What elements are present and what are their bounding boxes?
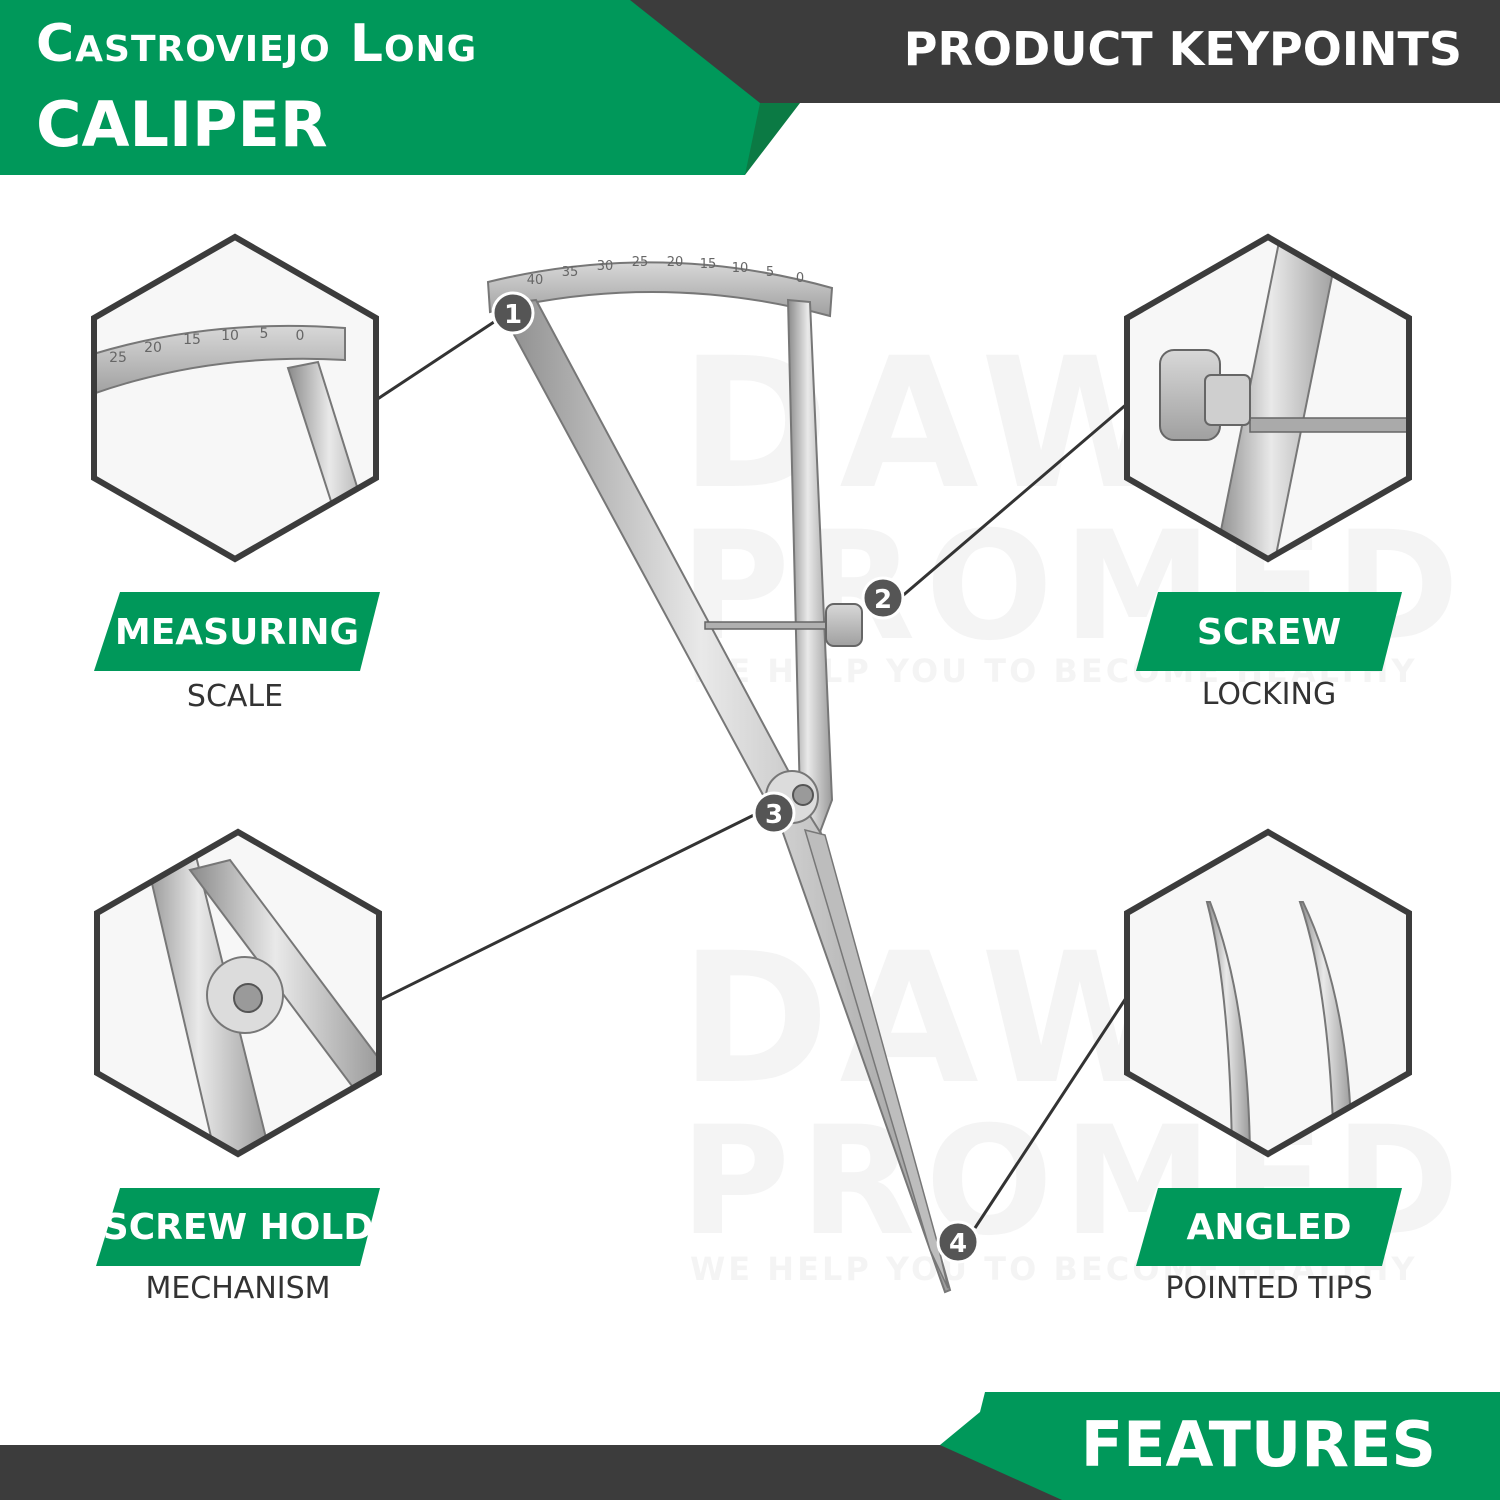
- scale-tick-label: 5: [766, 265, 774, 280]
- product-title-line2: CALIPER: [36, 88, 328, 161]
- caliper-left-arm: [496, 298, 952, 1294]
- zoom-screw-locking: [1127, 237, 1409, 559]
- scale-tick-label: 40: [527, 273, 544, 288]
- scale-tick-label: 25: [632, 255, 649, 270]
- badge-3-number: 3: [765, 800, 783, 830]
- feature-2-subtitle: LOCKING: [1201, 677, 1337, 712]
- zoom-scale-tick-label: 10: [221, 328, 239, 344]
- label-bg-screw-hold: [96, 1188, 380, 1266]
- product-keypoints-heading: PRODUCT KEYPOINTS: [903, 22, 1462, 76]
- badge-3: [752, 791, 796, 835]
- badge-2: [861, 576, 905, 620]
- zoom-scale-tick-label: 25: [109, 350, 127, 366]
- zoom-measuring-scale: [94, 237, 376, 559]
- zoom-scale-tick-label: 15: [183, 332, 201, 348]
- hex-frame-tips: [1124, 828, 1412, 1158]
- connector-line-1: [375, 316, 501, 402]
- feature-2-title: SCREW: [1196, 612, 1342, 653]
- features-heading: FEATURES: [1080, 1408, 1436, 1481]
- hex-frame-hinge: [94, 828, 382, 1158]
- connector-line-4: [973, 994, 1130, 1229]
- feature-1-title: MEASURING: [114, 612, 360, 653]
- feature-3-title: SCREW HOLD: [102, 1207, 374, 1248]
- badge-1: [491, 291, 535, 335]
- hinge-screw: [792, 784, 814, 806]
- badge-4: [936, 1220, 980, 1264]
- zoom-scale-tick-label: 20: [144, 340, 162, 356]
- hex-frame-measuring: [91, 233, 379, 563]
- zoom-scale-tick-label: 0: [296, 328, 305, 344]
- locking-screw-knob: [825, 603, 863, 647]
- product-title-line1: Castroviejo Long: [36, 14, 478, 74]
- caliper-lower-blade: [803, 828, 949, 1289]
- locking-screw-rod: [704, 621, 836, 630]
- feature-4-subtitle: POINTED TIPS: [1165, 1271, 1373, 1306]
- caliper-right-arm: [786, 298, 834, 835]
- footer-green-banner: [940, 1392, 1500, 1500]
- measuring-scale-arc: [486, 261, 834, 318]
- zoom-scale-tick-labels: 25 20 15 10 5 0: [109, 326, 304, 366]
- badge-4-number: 4: [949, 1229, 967, 1259]
- scale-tick-label: 20: [667, 255, 684, 270]
- scale-tick-label: 15: [700, 257, 717, 272]
- connector-line-2: [899, 401, 1129, 600]
- badge-2-number: 2: [874, 585, 892, 615]
- label-bg-screw: [1136, 592, 1402, 671]
- feature-1-subtitle: SCALE: [186, 679, 284, 714]
- zoom-scale-tick-label: 5: [260, 326, 269, 342]
- scale-tick-label: 0: [796, 271, 804, 286]
- scale-tick-label: 30: [597, 259, 614, 274]
- feature-3-subtitle: MECHANISM: [145, 1271, 331, 1306]
- connector-line-3: [379, 810, 761, 1002]
- header-green-banner: [0, 0, 760, 175]
- badge-1-number: 1: [504, 300, 522, 330]
- scale-tick-label: 10: [732, 261, 749, 276]
- scale-tick-labels: 40 35 30 25 20 15 10 5 0: [527, 255, 804, 288]
- zoom-angled-pointed-tips: [1127, 832, 1409, 1154]
- scale-tick-label: 35: [562, 265, 579, 280]
- feature-4-title: ANGLED: [1186, 1207, 1352, 1248]
- label-bg-angled: [1136, 1188, 1402, 1266]
- zoom-screw-hold-mechanism: [97, 832, 379, 1154]
- label-bg-measuring: [94, 592, 380, 671]
- hex-frame-screw: [1124, 233, 1412, 563]
